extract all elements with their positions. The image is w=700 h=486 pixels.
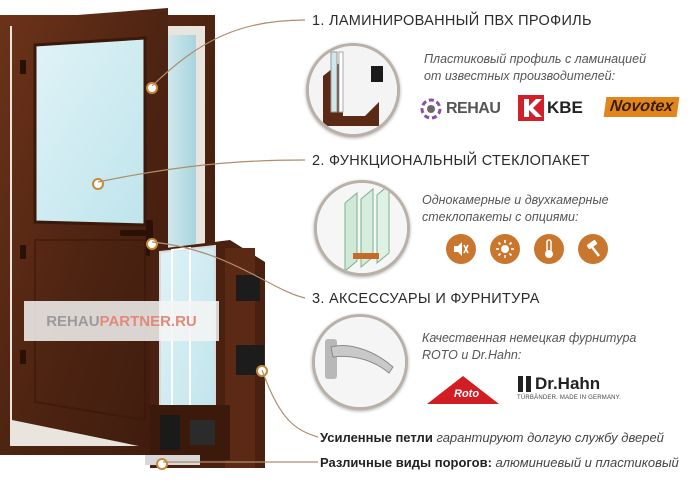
roto-mark-icon [427, 376, 499, 404]
glass-circle-image [314, 180, 410, 276]
hardware-desc-line1: Качественная немецкая фурнитура [422, 331, 637, 345]
profile-desc-line2: от известных производителей: [424, 69, 616, 83]
kbe-logo-text: KBE [547, 98, 583, 117]
hinges-line-rest: гарантируют долгую службу дверей [436, 430, 664, 445]
thermometer-icon [534, 234, 564, 264]
marker-dot-glass [92, 178, 104, 190]
novotex-logo-text: Novotex [608, 98, 675, 115]
sound-insulation-icon [446, 234, 476, 264]
hammer-icon [578, 234, 608, 264]
hinges-line: Усиленные петли гарантируют долгую служб… [320, 430, 664, 445]
watermark-part2: PARTNER.RU [99, 312, 197, 330]
section-title-glass: 2. ФУНКЦИОНАЛЬНЫЙ СТЕКЛОПАКЕТ [312, 153, 590, 169]
hardware-desc-line2: ROTO и Dr.Hahn: [422, 348, 522, 362]
marker-dot-handle [146, 238, 158, 250]
rehau-logo: REHAU [420, 98, 501, 120]
glass-description: Однокамерные и двухкамерные стеклопакеты… [422, 192, 609, 226]
profile-circle-image [306, 43, 400, 137]
hardware-circle-image [312, 314, 408, 410]
sun-protection-icon [490, 234, 520, 264]
thresholds-line-bold: Различные виды порогов: [320, 455, 492, 470]
drhahn-logo-text: Dr.Hahn [535, 374, 601, 393]
section-title-profile: 1. ЛАМИНИРОВАННЫЙ ПВХ ПРОФИЛЬ [312, 13, 592, 29]
hinges-line-bold: Усиленные петли [320, 430, 433, 445]
drhahn-logo: Dr.Hahn TÜRBÄNDER. MADE IN GERMANY. [517, 374, 621, 401]
marker-dot-profile [146, 82, 158, 94]
marker-dot-hinge [256, 365, 268, 377]
glass-desc-line2: стеклопакеты с опциями: [422, 210, 579, 224]
profile-desc-line1: Пластиковый профиль с ламинацией [424, 52, 647, 66]
glass-desc-line1: Однокамерные и двухкамерные [422, 193, 609, 207]
roto-logo-text: Roto [454, 388, 480, 400]
roto-logo: Roto [427, 374, 499, 406]
rehau-mark-icon [420, 98, 442, 120]
marker-dot-threshold [156, 458, 168, 470]
kbe-mark-icon [518, 95, 544, 121]
thresholds-line: Различные виды порогов: алюминиевый и пл… [320, 455, 679, 470]
thresholds-line-rest: алюминиевый и пластиковый [495, 455, 679, 470]
watermark-part1: REHAU [46, 312, 100, 330]
drhahn-mark-icon [518, 376, 531, 392]
section-title-hardware: 3. АКСЕССУАРЫ И ФУРНИТУРА [312, 291, 540, 307]
kbe-logo: KBE [518, 95, 583, 121]
profile-description: Пластиковый профиль с ламинацией от изве… [424, 51, 646, 85]
novotex-logo: Novotex [603, 97, 680, 117]
drhahn-tagline: TÜRBÄNDER. MADE IN GERMANY. [517, 395, 621, 401]
rehau-logo-text: REHAU [446, 100, 501, 117]
hardware-description: Качественная немецкая фурнитура ROTO и D… [422, 330, 636, 364]
door-illustration [0, 8, 265, 468]
